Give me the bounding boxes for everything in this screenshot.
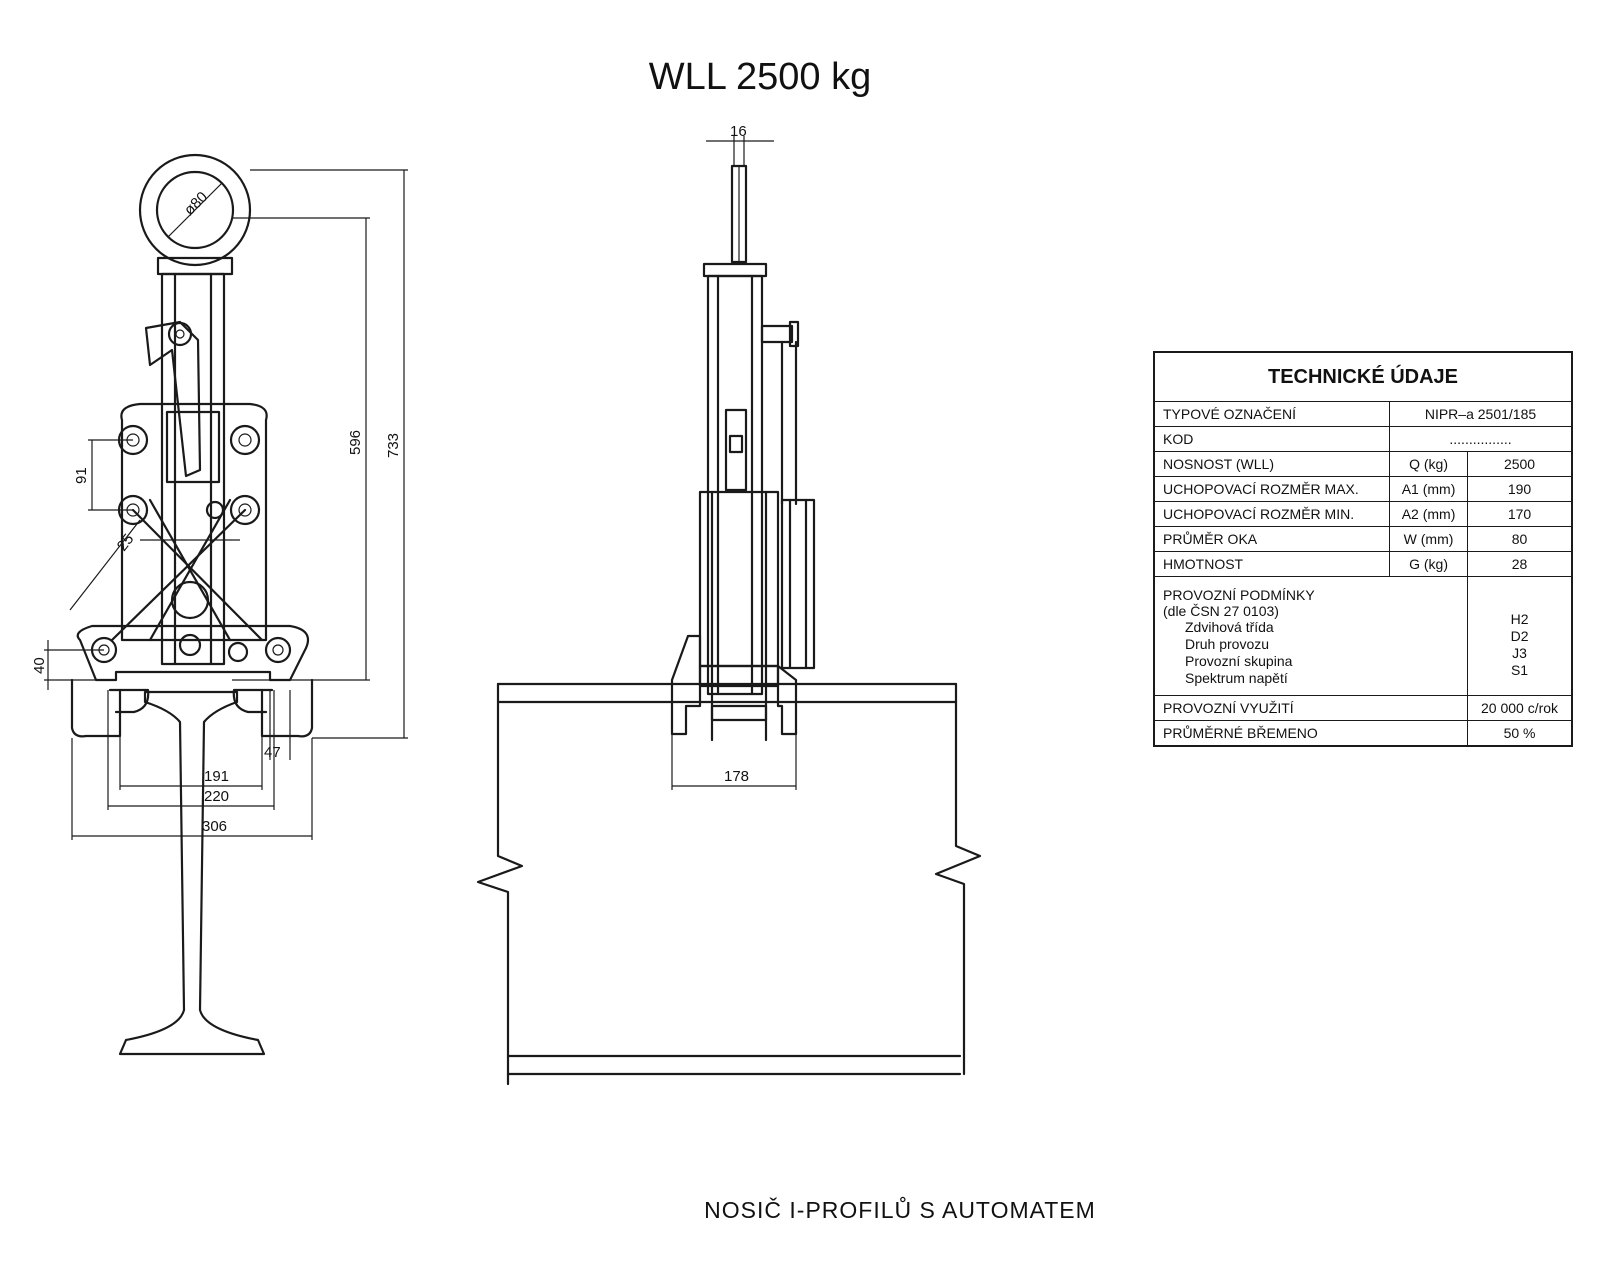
trigger-lever: [144, 320, 202, 478]
conditions-cell: PROVOZNÍ PODMÍNKY (dle ČSN 27 0103) Zdvi…: [1153, 576, 1469, 696]
utilization-label: PROVOZNÍ VYUŽITÍ: [1153, 695, 1469, 721]
technical-data-table: TECHNICKÉ ÚDAJE TYPOVÉ OZNAČENÍ NIPR–a 2…: [1153, 351, 1573, 747]
conditions-codes: H2 D2 J3 S1: [1467, 576, 1573, 696]
conditions-title: PROVOZNÍ PODMÍNKY: [1163, 587, 1315, 603]
dim-25: 25: [114, 531, 138, 555]
avg-load-label: PRŮMĚRNÉ BŘEMENO: [1153, 720, 1469, 747]
beam-break-left: [476, 682, 524, 1086]
row-value: 2500: [1467, 451, 1573, 477]
dim-91: 91: [73, 467, 90, 484]
drawing-title: WLL 2500 kg: [649, 56, 872, 98]
beam-break-right: [934, 682, 982, 1076]
dim-306: 306: [202, 818, 227, 835]
dim-191: 191: [204, 768, 229, 785]
utilization-value: 20 000 c/rok: [1467, 695, 1573, 721]
dim-47: 47: [264, 744, 281, 761]
row-label: UCHOPOVACÍ ROZMĚR MAX.: [1153, 476, 1391, 502]
side-wheel: [780, 498, 816, 670]
side-plate: [120, 402, 268, 642]
side-body: [706, 274, 764, 696]
i-profile-section: [118, 690, 266, 1056]
condition-value: J3: [1512, 645, 1527, 661]
row-unit: W (mm): [1389, 526, 1469, 552]
row-label: KOD: [1153, 426, 1391, 452]
dim-596: 596: [347, 430, 364, 455]
central-shaft: [160, 272, 226, 666]
row-unit: Q (kg): [1389, 451, 1469, 477]
row-unit: G (kg): [1389, 551, 1469, 577]
row-value: 28: [1467, 551, 1573, 577]
left-jaw: [70, 678, 122, 738]
row-unit: A1 (mm): [1389, 476, 1469, 502]
dim-178: 178: [724, 768, 749, 785]
conditions-standard: (dle ČSN 27 0103): [1163, 603, 1279, 619]
condition-label: Provozní skupina: [1185, 653, 1293, 669]
row-value: NIPR–a 2501/185: [1389, 401, 1573, 427]
avg-load-value: 50 %: [1467, 720, 1573, 747]
drawing-caption: NOSIČ I-PROFILŮ S AUTOMATEM: [704, 1195, 1096, 1223]
condition-label: Druh provozu: [1185, 636, 1270, 652]
row-unit: A2 (mm): [1389, 501, 1469, 527]
right-jaw: [260, 678, 314, 738]
front-view: ø80: [31, 153, 408, 1056]
lower-jaw-frame: [76, 624, 310, 682]
side-view: 16 178: [476, 123, 982, 1086]
dim-220: 220: [204, 788, 229, 805]
row-label: UCHOPOVACÍ ROZMĚR MIN.: [1153, 501, 1391, 527]
row-label: HMOTNOST: [1153, 551, 1391, 577]
eye-diameter-label: ø80: [181, 189, 211, 219]
row-value: ................: [1389, 426, 1573, 452]
condition-value: H2: [1510, 611, 1529, 627]
condition-value: D2: [1510, 628, 1529, 644]
row-label: TYPOVÉ OZNAČENÍ: [1153, 401, 1391, 427]
lifting-eye-inner: [155, 170, 235, 250]
condition-label: Zdvihová třída: [1185, 619, 1274, 635]
condition-label: Spektrum napětí: [1185, 670, 1288, 686]
dim-16: 16: [730, 123, 747, 140]
row-label: PRŮMĚR OKA: [1153, 526, 1391, 552]
dim-733: 733: [385, 433, 402, 458]
row-value: 170: [1467, 501, 1573, 527]
row-label: NOSNOST (WLL): [1153, 451, 1391, 477]
row-value: 190: [1467, 476, 1573, 502]
lifting-eye-outer: [138, 153, 252, 267]
dim-40: 40: [31, 657, 48, 674]
table-heading: TECHNICKÉ ÚDAJE: [1153, 351, 1573, 402]
row-value: 80: [1467, 526, 1573, 552]
condition-value: S1: [1510, 662, 1529, 678]
